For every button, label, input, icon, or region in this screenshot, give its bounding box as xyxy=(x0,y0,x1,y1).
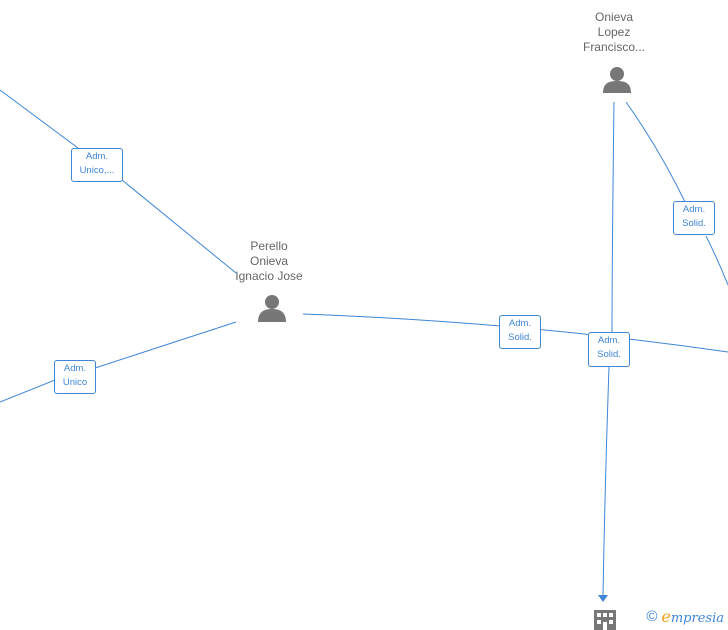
edge-label-line: Unico,... xyxy=(79,165,115,176)
edge-label-adm-solid-far-right[interactable]: Adm. Solid. xyxy=(673,201,715,235)
edge-top-left xyxy=(0,89,79,149)
brand-logo-text: mpresia xyxy=(670,611,724,626)
edge-label-line: Solid. xyxy=(682,218,706,229)
person-icon[interactable] xyxy=(603,67,631,93)
building-icon[interactable] xyxy=(594,610,616,630)
person-icon[interactable] xyxy=(258,295,286,322)
node-label-perello[interactable]: Perello Onieva Ignacio Jose xyxy=(229,239,309,284)
edge-label-line: Adm. xyxy=(597,335,621,346)
node-name-line: Ignacio Jose xyxy=(235,269,303,283)
node-name-line: Onieva xyxy=(249,254,289,268)
edge-label-line: Unico xyxy=(62,377,88,388)
edge-onieva-right xyxy=(625,101,687,205)
edge-label-line: Adm. xyxy=(63,363,87,374)
edge-left xyxy=(0,379,56,403)
edge-label-adm-solid-middle[interactable]: Adm. Solid. xyxy=(499,315,541,349)
edge-label-line: Solid. xyxy=(508,332,532,343)
node-name-line: Onieva xyxy=(594,10,634,24)
arrow-head xyxy=(598,595,608,602)
edge-label-adm-unico-left[interactable]: Adm. Unico xyxy=(54,360,96,394)
copyright-icon: © xyxy=(646,608,658,625)
edge-label-line: Solid. xyxy=(597,349,621,360)
brand-logo-e: e xyxy=(661,607,671,626)
edge-left-upper xyxy=(94,321,237,369)
edge-top-left-lower xyxy=(121,179,237,274)
brand-logo: empresia xyxy=(661,607,724,626)
node-name-line: Perello xyxy=(250,239,288,253)
node-name-line: Francisco... xyxy=(582,40,645,54)
edge-label-line: Adm. xyxy=(85,151,109,162)
edge-label-adm-unico-top[interactable]: Adm. Unico,... xyxy=(71,148,123,182)
edge-label-adm-solid-right[interactable]: Adm. Solid. xyxy=(588,332,630,367)
empresia-watermark: © empresia xyxy=(646,607,724,626)
edge-label-line: Adm. xyxy=(682,204,706,215)
node-label-onieva[interactable]: Onieva Lopez Francisco... xyxy=(574,10,654,55)
node-name-line: Lopez xyxy=(597,25,631,39)
edge-label-line: Adm. xyxy=(508,318,532,329)
edge-onieva-right-lower xyxy=(705,235,728,286)
